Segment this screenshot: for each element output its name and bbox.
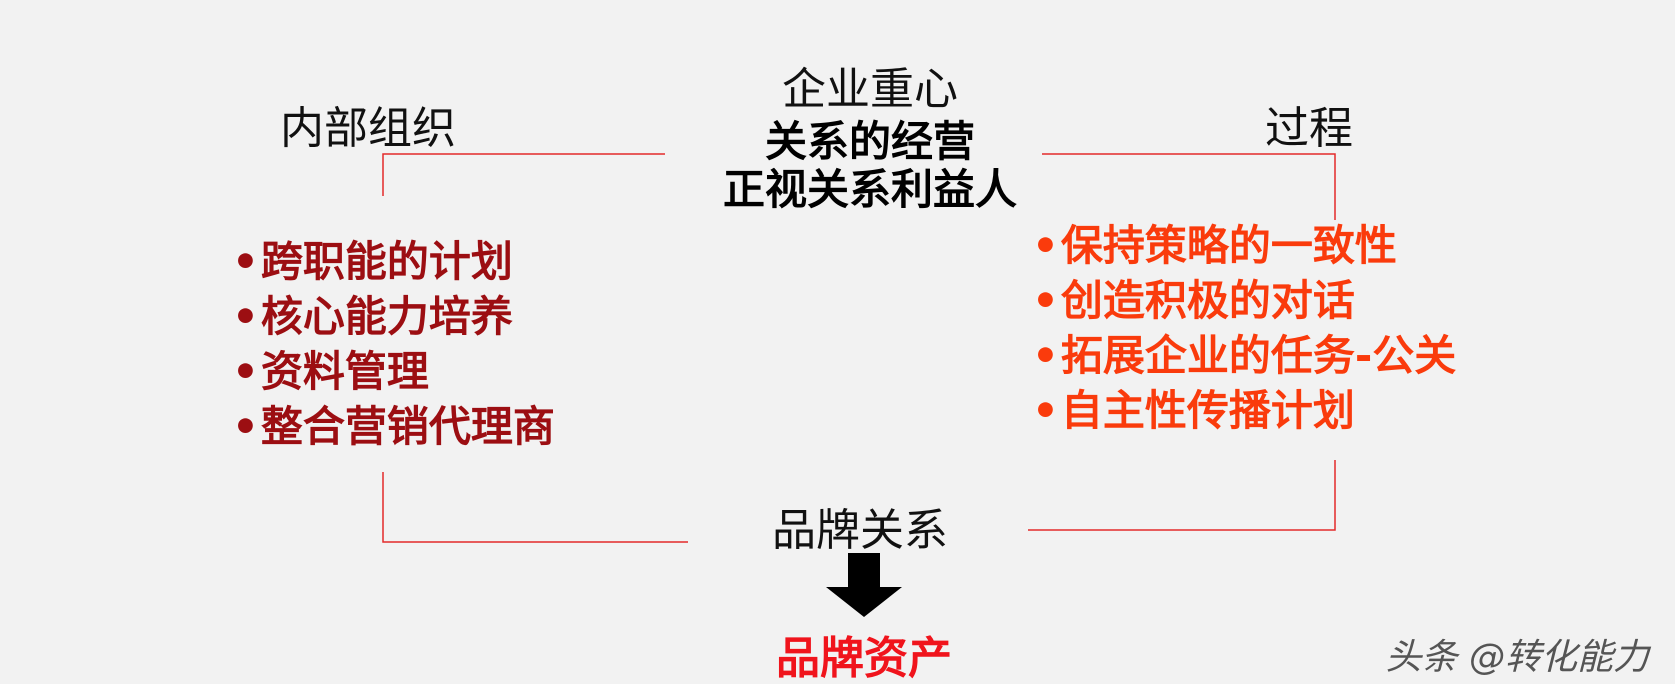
center-title: 企业重心 — [782, 64, 958, 115]
list-item: •自主性传播计划 — [1032, 383, 1456, 438]
bullet-dot: • — [232, 292, 259, 341]
list-item: •资料管理 — [232, 344, 555, 399]
process-label: 过程 — [1265, 103, 1353, 154]
list-item: •核心能力培养 — [232, 289, 555, 344]
internal-organization-list: •跨职能的计划 •核心能力培养 •资料管理 •整合营销代理商 — [232, 234, 555, 454]
list-item-text: 整合营销代理商 — [260, 402, 555, 451]
bullet-dot: • — [1032, 331, 1059, 380]
list-item-text: 核心能力培养 — [260, 292, 513, 341]
frame-top-right — [1042, 153, 1336, 220]
list-item-text: 跨职能的计划 — [260, 237, 513, 286]
list-item-text: 创造积极的对话 — [1060, 276, 1355, 325]
brand-asset-label: 品牌资产 — [776, 633, 952, 684]
list-item: •跨职能的计划 — [232, 234, 555, 289]
bullet-dot: • — [1032, 386, 1059, 435]
list-item: •保持策略的一致性 — [1032, 218, 1456, 273]
list-item: •拓展企业的任务-公关 — [1032, 328, 1456, 383]
list-item: •整合营销代理商 — [232, 399, 555, 454]
list-item-text: 自主性传播计划 — [1060, 386, 1355, 435]
frame-bottom-right — [1028, 460, 1336, 531]
internal-organization-label: 内部组织 — [280, 103, 456, 154]
bullet-dot: • — [1032, 276, 1059, 325]
brand-relationship-label: 品牌关系 — [772, 505, 948, 556]
process-list: •保持策略的一致性 •创造积极的对话 •拓展企业的任务-公关 •自主性传播计划 — [1032, 218, 1456, 438]
list-item: •创造积极的对话 — [1032, 273, 1456, 328]
frame-top-left — [382, 153, 665, 196]
frame-bottom-left — [382, 472, 688, 543]
list-item-text: 资料管理 — [260, 347, 429, 396]
bottom-band — [0, 684, 1675, 694]
list-item-text: 保持策略的一致性 — [1060, 221, 1397, 270]
bullet-dot: • — [232, 402, 259, 451]
list-item-text: 拓展企业的任务-公关 — [1060, 331, 1457, 380]
center-line-2: 正视关系利益人 — [722, 165, 1017, 214]
bullet-dot: • — [232, 347, 259, 396]
bullet-dot: • — [232, 237, 259, 286]
center-line-1: 关系的经营 — [764, 117, 975, 166]
center-block: 企业重心 关系的经营 正视关系利益人 — [650, 62, 1090, 214]
watermark: 头条 @转化能力 — [1385, 637, 1649, 678]
arrow-down-icon — [826, 553, 902, 617]
bullet-dot: • — [1032, 221, 1059, 270]
